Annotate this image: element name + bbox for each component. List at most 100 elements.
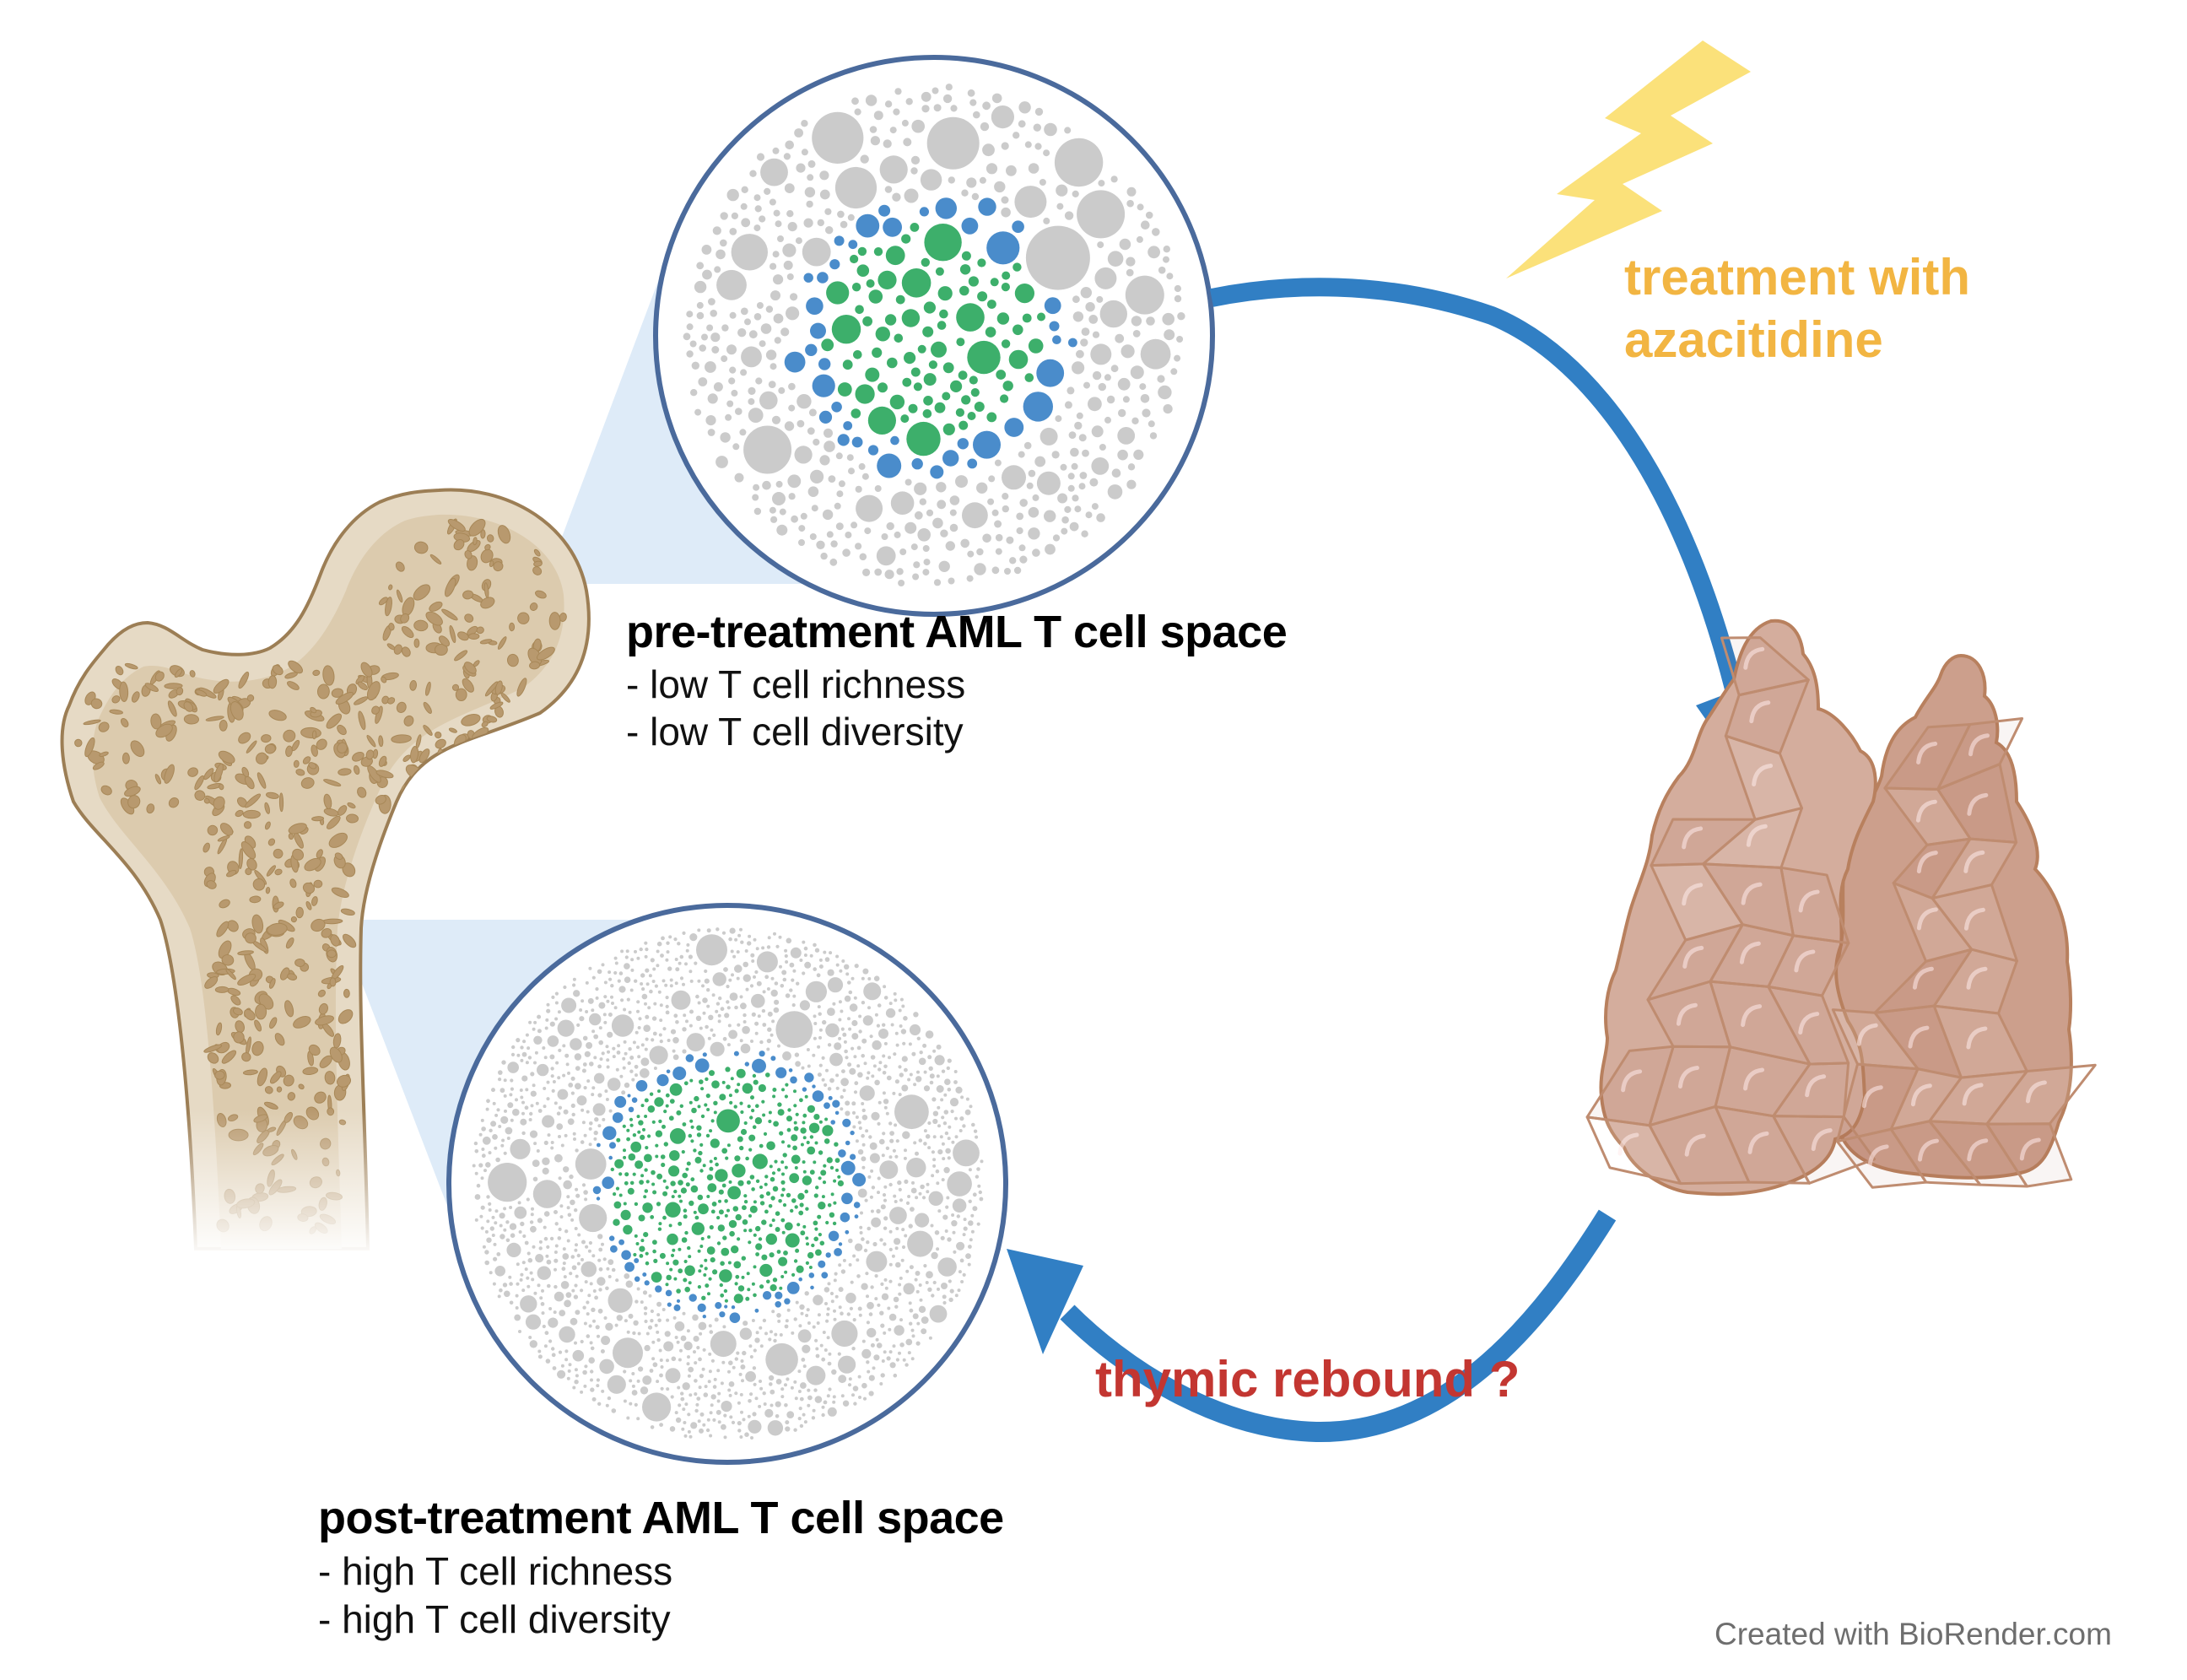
t-cell-clone-bubble-gray xyxy=(972,1192,977,1197)
t-cell-clone-bubble-gray xyxy=(907,1195,911,1198)
t-cell-clone-bubble-gray xyxy=(1044,122,1057,137)
t-cell-clone-bubble-gray xyxy=(645,1014,650,1019)
t-cell-clone-bubble-gray xyxy=(675,967,680,972)
t-cell-clone-bubble-gray xyxy=(845,532,852,538)
t-cell-clone-bubble-gray xyxy=(546,1002,550,1007)
t-cell-clone-bubble-gray xyxy=(915,1271,921,1276)
t-cell-clone-bubble-gray xyxy=(641,993,648,1000)
t-cell-clone-bubble-green xyxy=(725,1156,729,1160)
t-cell-clone-bubble-gray xyxy=(1032,548,1040,557)
t-cell-clone-bubble-green xyxy=(718,1199,721,1203)
t-cell-clone-bubble-gray xyxy=(759,1040,764,1045)
t-cell-clone-bubble-gray xyxy=(1066,386,1075,395)
t-cell-clone-bubble-gray xyxy=(670,1029,677,1034)
t-cell-clone-bubble-gray xyxy=(510,1052,516,1056)
t-cell-clone-bubble-green xyxy=(1022,313,1032,323)
t-cell-clone-bubble-gray xyxy=(882,1091,886,1095)
t-cell-clone-bubble-gray xyxy=(802,940,806,944)
t-cell-clone-bubble-gray xyxy=(588,1324,592,1328)
t-cell-clone-bubble-gray xyxy=(640,1057,650,1067)
t-cell-clone-bubble-gray xyxy=(878,1100,882,1105)
t-cell-clone-bubble-gray xyxy=(525,1061,529,1065)
t-cell-clone-bubble-green xyxy=(831,315,861,344)
t-cell-clone-bubble-gray xyxy=(779,508,786,516)
t-cell-clone-bubble-gray xyxy=(1051,451,1060,459)
t-cell-clone-bubble-gray xyxy=(923,1142,927,1146)
t-cell-clone-bubble-green xyxy=(628,1153,636,1161)
t-cell-clone-bubble-gray xyxy=(828,475,836,483)
t-cell-clone-bubble-gray xyxy=(759,340,766,348)
t-cell-clone-bubble-gray xyxy=(1004,568,1011,575)
t-cell-clone-bubble-gray xyxy=(1071,462,1078,470)
t-cell-clone-bubble-gray xyxy=(542,1324,546,1329)
t-cell-clone-bubble-gray xyxy=(694,1392,698,1396)
trabecula xyxy=(272,665,284,676)
trabecula xyxy=(385,597,392,617)
t-cell-clone-bubble-gray xyxy=(617,1044,621,1048)
t-cell-clone-bubble-gray xyxy=(492,1134,498,1140)
t-cell-clone-bubble-gray xyxy=(806,1048,810,1051)
t-cell-clone-bubble-gray xyxy=(919,1051,923,1055)
t-cell-clone-bubble-gray xyxy=(971,192,980,201)
t-cell-clone-bubble-gray xyxy=(861,1382,867,1389)
t-cell-clone-bubble-gray xyxy=(1140,394,1150,403)
t-cell-clone-bubble-gray xyxy=(865,1129,869,1133)
t-cell-clone-bubble-green xyxy=(857,246,867,257)
t-cell-clone-bubble-green xyxy=(791,1154,801,1164)
t-cell-clone-bubble-green xyxy=(709,1166,714,1171)
t-cell-clone-bubble-gray xyxy=(626,1416,630,1420)
t-cell-clone-bubble-gray xyxy=(818,964,824,969)
t-cell-clone-bubble-gray xyxy=(787,474,802,489)
t-cell-clone-bubble-gray xyxy=(590,1378,593,1382)
t-cell-clone-bubble-gray xyxy=(803,946,808,951)
t-cell-clone-bubble-gray xyxy=(838,1018,842,1022)
t-cell-clone-bubble-green xyxy=(662,1215,667,1220)
t-cell-clone-bubble-gray xyxy=(705,361,716,373)
t-cell-clone-bubble-gray xyxy=(518,1230,522,1234)
t-cell-clone-bubble-gray xyxy=(849,1306,854,1310)
t-cell-clone-bubble-gray xyxy=(858,1126,862,1130)
t-cell-clone-bubble-gray xyxy=(851,1101,856,1106)
t-cell-clone-bubble-green xyxy=(704,1103,708,1107)
t-cell-clone-bubble-gray xyxy=(656,1380,660,1384)
t-cell-clone-bubble-green xyxy=(737,1180,744,1186)
t-cell-clone-bubble-gray xyxy=(656,949,660,953)
t-cell-clone-bubble-green xyxy=(996,370,1007,380)
t-cell-clone-bubble-gray xyxy=(1162,312,1174,326)
thymus-highlight xyxy=(1856,1023,1878,1046)
thymus-highlight xyxy=(1910,1083,1932,1107)
t-cell-clone-bubble-gray xyxy=(863,1248,868,1253)
t-cell-clone-bubble-gray xyxy=(505,1238,510,1243)
t-cell-clone-bubble-green xyxy=(694,1095,699,1102)
t-cell-clone-bubble-green xyxy=(813,1160,817,1164)
t-cell-clone-bubble-gray xyxy=(1018,101,1031,114)
t-cell-clone-bubble-gray xyxy=(970,1213,975,1218)
t-cell-clone-bubble-gray xyxy=(741,346,762,368)
t-cell-clone-bubble-gray xyxy=(817,1045,821,1049)
t-cell-clone-bubble-green xyxy=(733,1261,742,1269)
t-cell-clone-bubble-green xyxy=(924,224,962,262)
t-cell-clone-bubble-gray xyxy=(685,1019,688,1024)
t-cell-clone-bubble-gray xyxy=(508,1275,512,1279)
t-cell-clone-bubble-green xyxy=(682,1122,687,1126)
t-cell-clone-bubble-gray xyxy=(867,1301,874,1310)
t-cell-clone-bubble-gray xyxy=(622,1056,626,1061)
t-cell-clone-bubble-gray xyxy=(857,1072,863,1078)
t-cell-clone-bubble-gray xyxy=(847,1062,852,1067)
t-cell-clone-bubble-green xyxy=(736,1068,746,1078)
t-cell-clone-bubble-green xyxy=(652,1190,657,1195)
t-cell-clone-bubble-gray xyxy=(895,1227,899,1230)
t-cell-clone-bubble-gray xyxy=(1026,482,1034,489)
t-cell-clone-bubble-green xyxy=(821,1195,825,1199)
t-cell-clone-bubble-gray xyxy=(772,492,786,505)
t-cell-clone-bubble-gray xyxy=(976,482,988,494)
t-cell-clone-bubble-gray xyxy=(734,1391,738,1396)
t-cell-clone-bubble-gray xyxy=(812,1325,816,1329)
t-cell-clone-bubble-gray xyxy=(872,1241,878,1247)
t-cell-clone-bubble-gray xyxy=(901,1004,905,1008)
t-cell-clone-bubble-gray xyxy=(1064,401,1072,409)
t-cell-clone-bubble-green xyxy=(683,1208,688,1213)
t-cell-clone-bubble-gray xyxy=(888,1247,893,1251)
t-cell-clone-bubble-gray xyxy=(814,1396,823,1403)
trabecula xyxy=(300,777,315,789)
